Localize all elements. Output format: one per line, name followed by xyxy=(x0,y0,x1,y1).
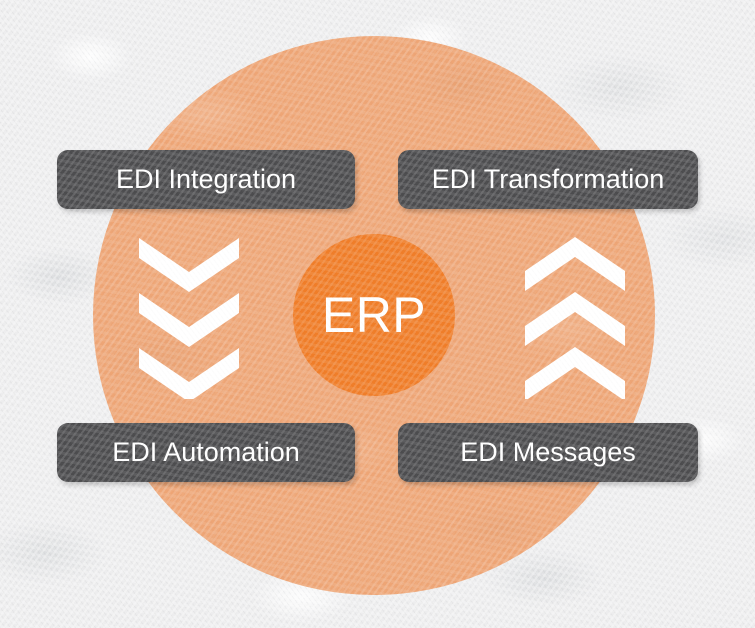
chevron-down-icon xyxy=(139,234,239,399)
node-edi-messages[interactable]: EDI Messages xyxy=(398,423,698,482)
node-edi-transformation[interactable]: EDI Transformation xyxy=(398,150,698,209)
node-edi-integration-label: EDI Integration xyxy=(115,164,297,194)
node-edi-integration[interactable]: EDI Integration xyxy=(57,150,355,209)
chevron-up-icon xyxy=(525,234,625,399)
node-edi-transformation-label: EDI Transformation xyxy=(431,164,665,194)
erp-label: ERP xyxy=(321,287,427,343)
node-edi-automation[interactable]: EDI Automation xyxy=(57,423,355,482)
erp-center-node: ERP xyxy=(293,234,455,396)
node-edi-messages-label: EDI Messages xyxy=(460,437,636,467)
node-edi-automation-label: EDI Automation xyxy=(112,437,300,467)
